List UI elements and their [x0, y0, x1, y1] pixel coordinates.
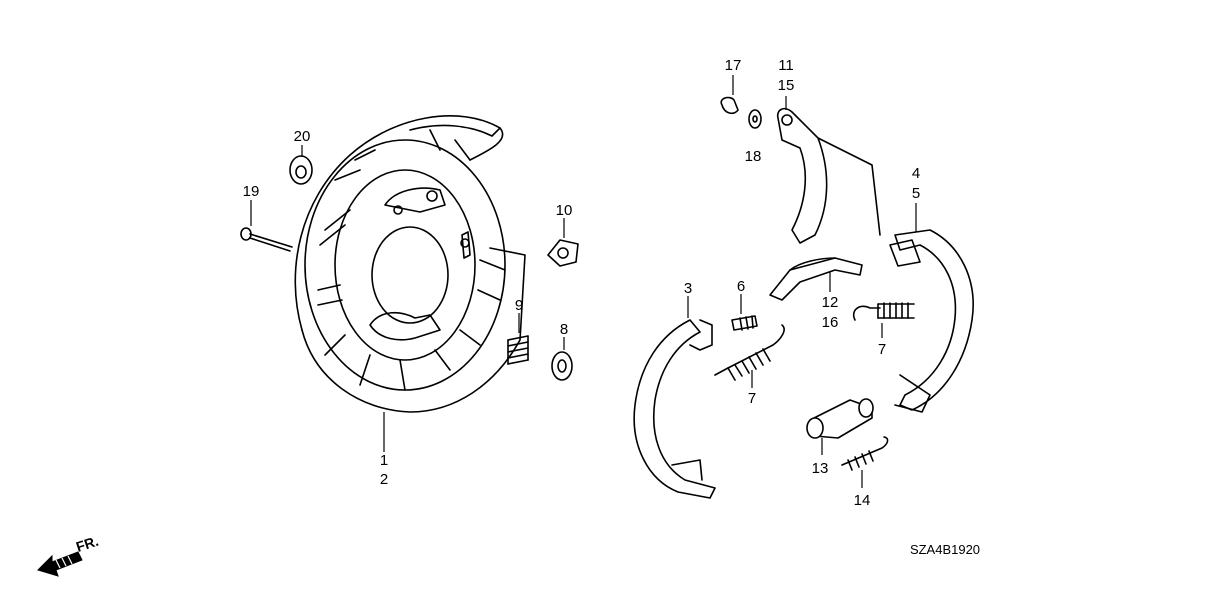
- label-19: 19: [243, 183, 260, 200]
- label-2: 2: [380, 471, 388, 488]
- spring-14: [841, 436, 889, 488]
- label-5: 5: [912, 185, 920, 202]
- label-7-right: 7: [878, 341, 886, 358]
- label-12: 12: [822, 294, 839, 311]
- label-11: 11: [778, 57, 794, 74]
- clip-17: [720, 75, 739, 115]
- label-14: 14: [854, 492, 871, 509]
- label-1: 1: [380, 452, 388, 469]
- spring-7-right: [852, 302, 915, 338]
- wheel-cylinder: [806, 398, 874, 455]
- label-18: 18: [745, 148, 762, 165]
- washer-8: [551, 337, 573, 381]
- bolt: [240, 200, 293, 252]
- front-direction-label: FR.: [74, 533, 100, 555]
- label-7-left: 7: [748, 390, 756, 407]
- diagram-code: SZA4B1920: [910, 542, 980, 557]
- washer-18: [748, 109, 762, 129]
- strut-12: [769, 257, 863, 301]
- label-13: 13: [812, 460, 829, 477]
- spring-7-left: [714, 324, 785, 388]
- parking-lever: [776, 96, 881, 244]
- label-3: 3: [684, 280, 692, 297]
- label-20: 20: [294, 128, 311, 145]
- spring-9: [507, 313, 529, 365]
- label-8: 8: [560, 321, 568, 338]
- grommet: [289, 145, 313, 185]
- shoe-4: [889, 203, 974, 413]
- front-arrow-icon: [37, 551, 83, 577]
- shoe-3: [633, 296, 716, 499]
- label-10: 10: [556, 202, 573, 219]
- cam-plate: [547, 218, 579, 267]
- backing-plate: [294, 115, 526, 452]
- label-16: 16: [822, 314, 839, 331]
- label-6: 6: [737, 278, 745, 295]
- label-9: 9: [515, 297, 523, 314]
- label-17: 17: [725, 57, 742, 74]
- label-4: 4: [912, 165, 920, 182]
- adjuster-6: [731, 294, 758, 331]
- label-15: 15: [778, 77, 795, 94]
